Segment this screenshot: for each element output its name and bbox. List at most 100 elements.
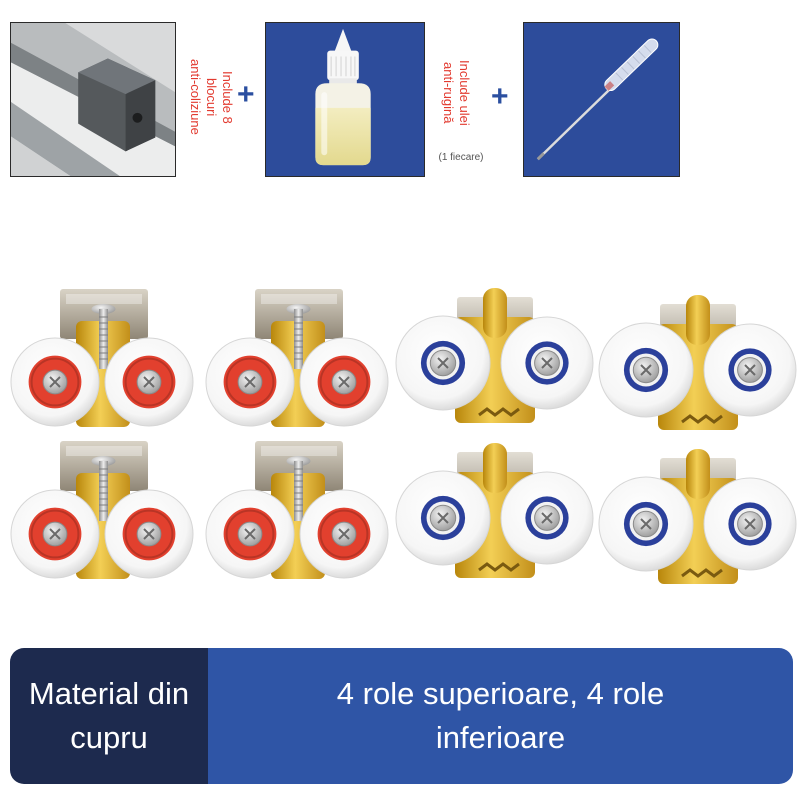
- roller-red-bearing: [205, 437, 390, 582]
- wheel: [395, 315, 491, 411]
- oil-bottle-illustration: [266, 23, 424, 176]
- spring: [681, 568, 723, 578]
- callout-line: anti-coliziune: [188, 59, 203, 135]
- block-top-face: [78, 58, 156, 95]
- screw-cross: [338, 376, 350, 388]
- screw-cross: [244, 528, 256, 540]
- screw-cross: [744, 518, 756, 530]
- bearing-shadow: [30, 357, 80, 407]
- wheel: [500, 316, 594, 410]
- screwdriver-shaft: [536, 89, 610, 161]
- bottle-oil: [315, 107, 371, 166]
- top-block-highlight: [66, 294, 142, 304]
- wheel: [703, 323, 797, 417]
- adjust-screw: [99, 461, 108, 521]
- spring: [681, 414, 723, 424]
- screw-cross: [744, 364, 756, 376]
- brass-knob: [483, 443, 507, 493]
- bearing-shadow: [225, 357, 275, 407]
- wheel: [10, 489, 100, 579]
- screwdriver-photo: [523, 22, 680, 177]
- brass-knob: [686, 449, 710, 499]
- screw-cross: [640, 518, 652, 530]
- brass-knob: [686, 295, 710, 345]
- screw-cross: [541, 357, 553, 369]
- screw-cross: [49, 528, 61, 540]
- roller-illustration: [10, 289, 194, 427]
- screwdriver-illustration: [524, 23, 679, 176]
- roller-blue-bearing: [395, 285, 595, 435]
- adjust-screw: [294, 309, 303, 369]
- bearing-shadow: [124, 357, 174, 407]
- wheel: [104, 489, 194, 579]
- quantity-panel: 4 role superioare, 4 role inferioare: [208, 648, 793, 784]
- screw-cross: [541, 512, 553, 524]
- top-block-highlight: [66, 446, 142, 456]
- roller-red-bearing: [10, 285, 195, 430]
- roller-illustration: [205, 441, 389, 579]
- top-block-highlight: [261, 446, 337, 456]
- quantity-note: (1 fiecare): [438, 152, 484, 163]
- roller-blue-bearing: [598, 292, 798, 442]
- roller-illustration: [10, 441, 194, 579]
- wheel: [205, 489, 295, 579]
- adjust-screw: [99, 309, 108, 369]
- callout-line: Include ulei: [457, 60, 472, 126]
- info-banner: Material din cupru 4 role superioare, 4 …: [10, 648, 793, 784]
- handle-collar: [604, 81, 615, 91]
- plus-sign: +: [491, 80, 509, 113]
- roller-illustration: [205, 289, 389, 427]
- roller-illustration: [598, 449, 797, 584]
- wheel: [299, 489, 389, 579]
- anti-collision-block-illustration: [11, 23, 175, 176]
- material-panel: Material din cupru: [10, 648, 208, 784]
- wheel: [10, 337, 100, 427]
- wheel: [598, 322, 694, 418]
- screw-cross: [244, 376, 256, 388]
- wheel: [500, 471, 594, 565]
- top-block-highlight: [261, 294, 337, 304]
- wheel: [205, 337, 295, 427]
- wheel: [104, 337, 194, 427]
- bearing-shadow: [225, 509, 275, 559]
- wheel: [598, 476, 694, 572]
- screwdriver-tip: [536, 152, 545, 161]
- material-text: Material din cupru: [28, 676, 190, 755]
- callout-anti-collision-blocks: Include 8 blocuri anti-coliziune: [183, 26, 235, 168]
- roller-illustration: [395, 288, 594, 423]
- roller-blue-bearing: [395, 440, 595, 590]
- wheel: [299, 337, 389, 427]
- screw-thread: [294, 468, 303, 512]
- screwdriver-handle: [604, 38, 659, 92]
- brass-knob: [483, 288, 507, 338]
- screw-cross: [437, 512, 449, 524]
- screw-thread: [99, 468, 108, 512]
- screw-cross: [143, 376, 155, 388]
- bottle-cap: [327, 50, 359, 81]
- wheel: [703, 477, 797, 571]
- bottle-highlight: [321, 92, 328, 156]
- roller-blue-bearing: [598, 446, 798, 596]
- roller-red-bearing: [205, 285, 390, 430]
- screw-thread: [99, 316, 108, 360]
- bearing-shadow: [30, 509, 80, 559]
- bottle-nozzle: [334, 28, 352, 53]
- roller-illustration: [598, 295, 797, 430]
- bearing-shadow: [319, 509, 369, 559]
- spring: [478, 407, 520, 417]
- handle-grip: [615, 45, 652, 81]
- screw-cross: [640, 364, 652, 376]
- screw-cross: [338, 528, 350, 540]
- bearing-shadow: [124, 509, 174, 559]
- callout-line: Include 8: [220, 70, 235, 124]
- adjust-screw: [294, 461, 303, 521]
- spring: [478, 562, 520, 572]
- wheel: [395, 470, 491, 566]
- screw-cross: [143, 528, 155, 540]
- bottle-neck: [329, 78, 357, 85]
- callout-line: anti-rugină: [441, 62, 456, 124]
- block-screw-hole: [132, 112, 143, 123]
- roller-red-bearing: [10, 437, 195, 582]
- callout-line: blocuri: [204, 77, 219, 117]
- bearing-shadow: [319, 357, 369, 407]
